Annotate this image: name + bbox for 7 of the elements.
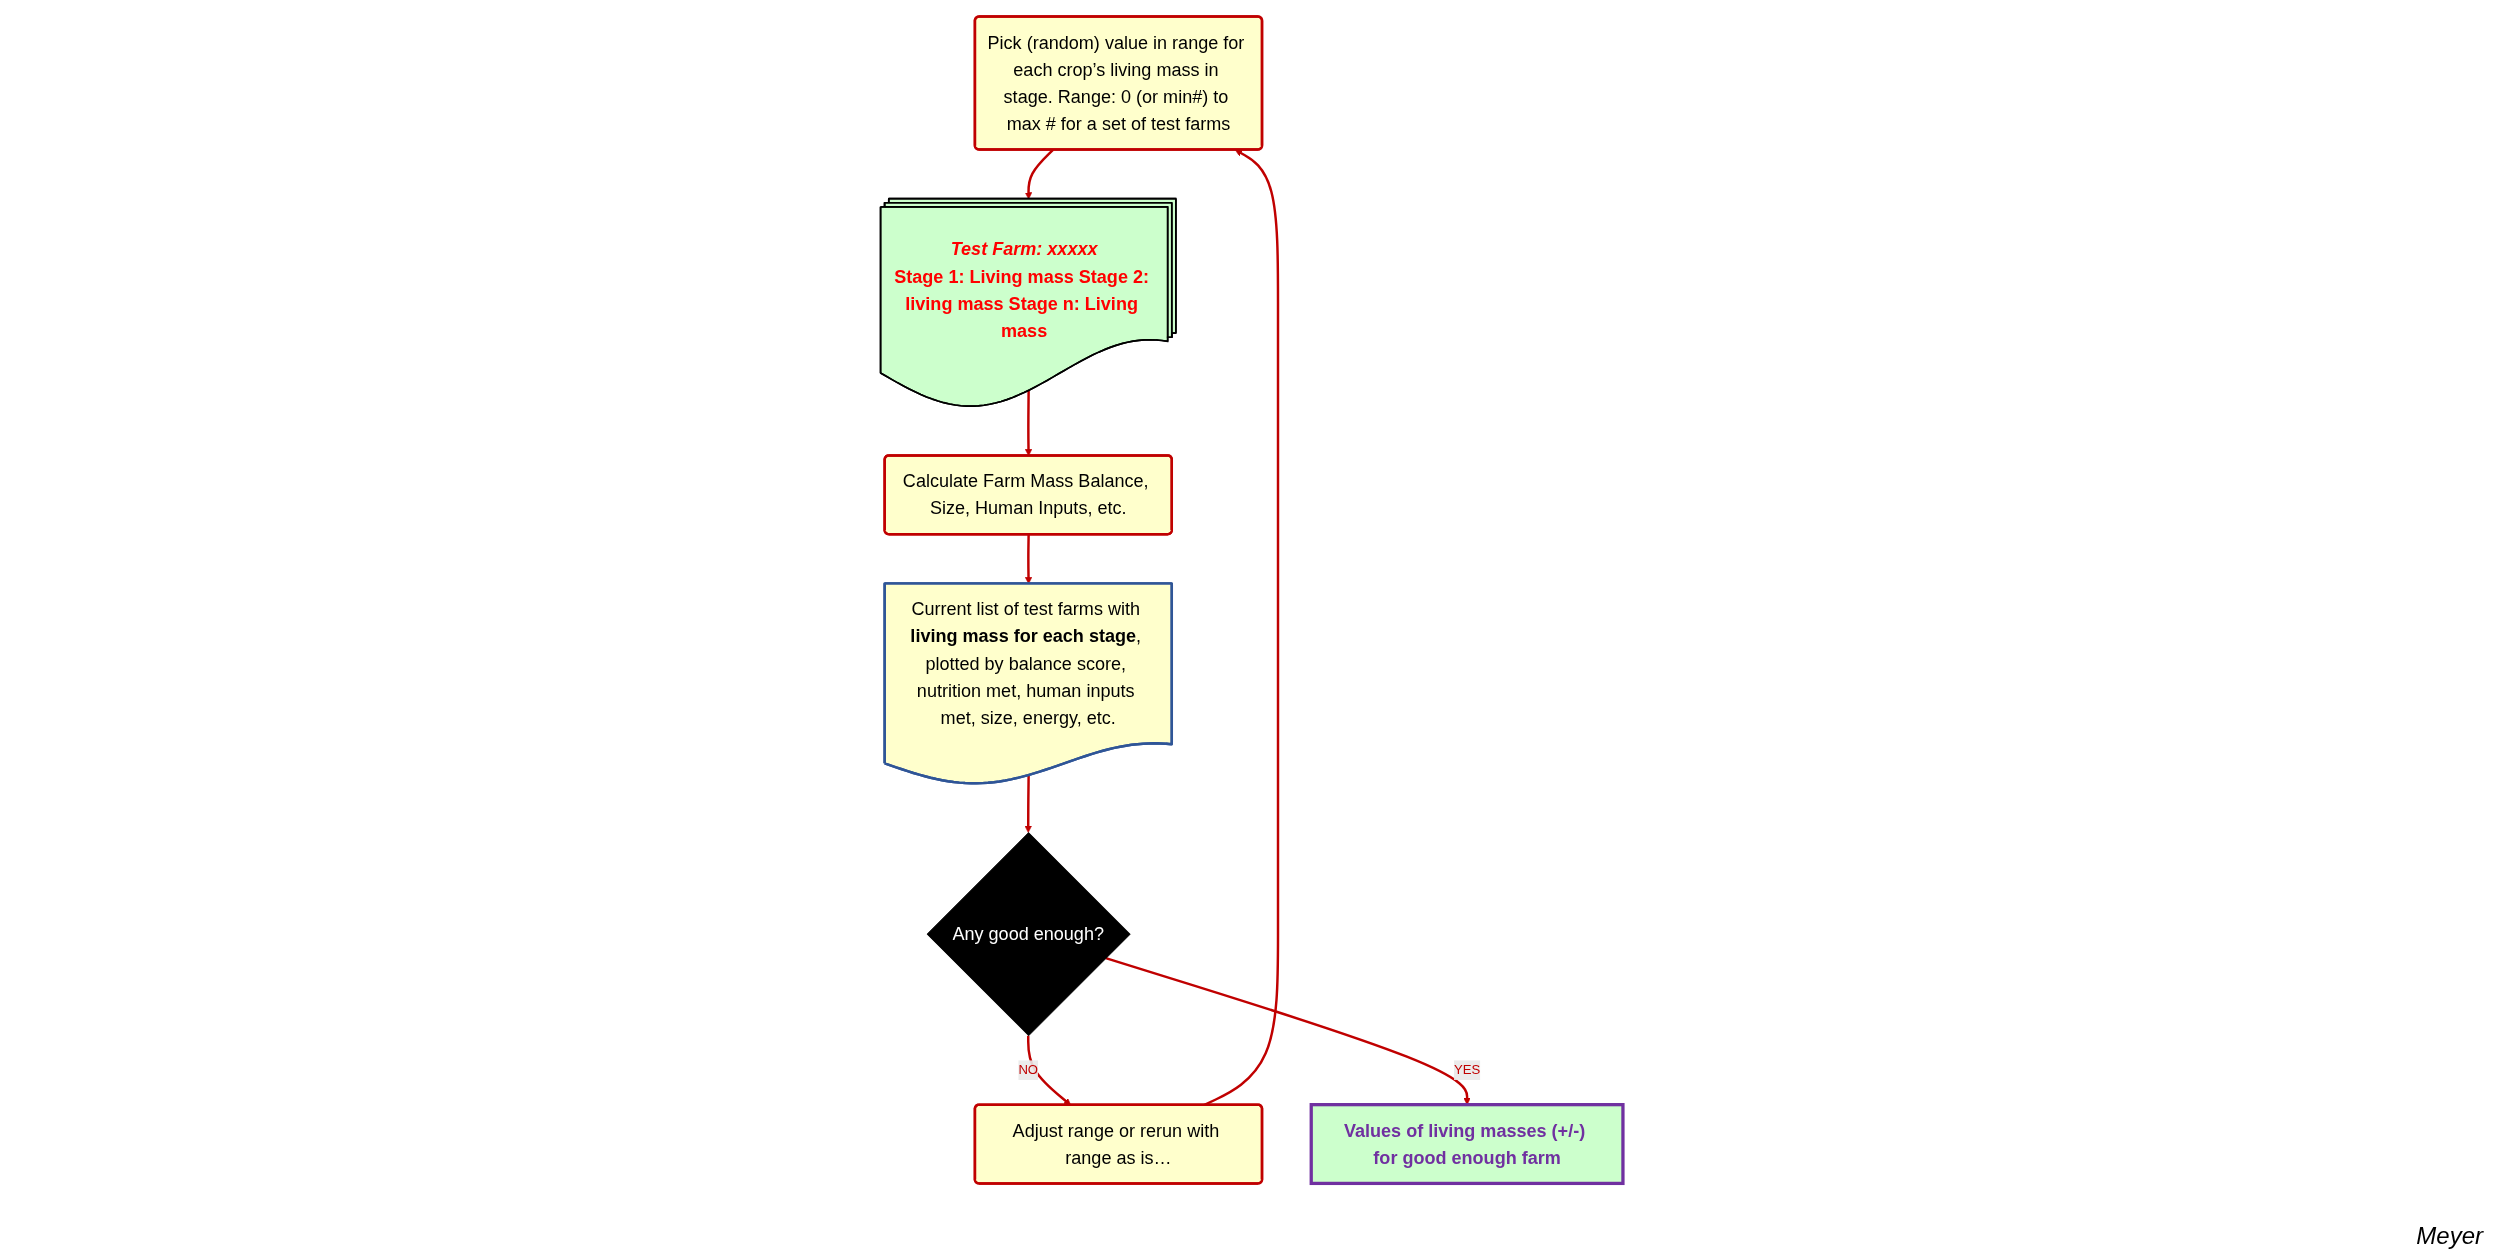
node-box: Values of living masses (+/-) for good enough farm (1309, 1103, 1625, 1186)
arrow (1105, 957, 1471, 1105)
edge-label: NO (1018, 1062, 1038, 1077)
node-diamond: Any good enough? (926, 832, 1131, 1037)
edge-label: YES (1453, 1062, 1480, 1077)
author-name: Meyer (2416, 1222, 2483, 1249)
arrow (1024, 775, 1032, 833)
